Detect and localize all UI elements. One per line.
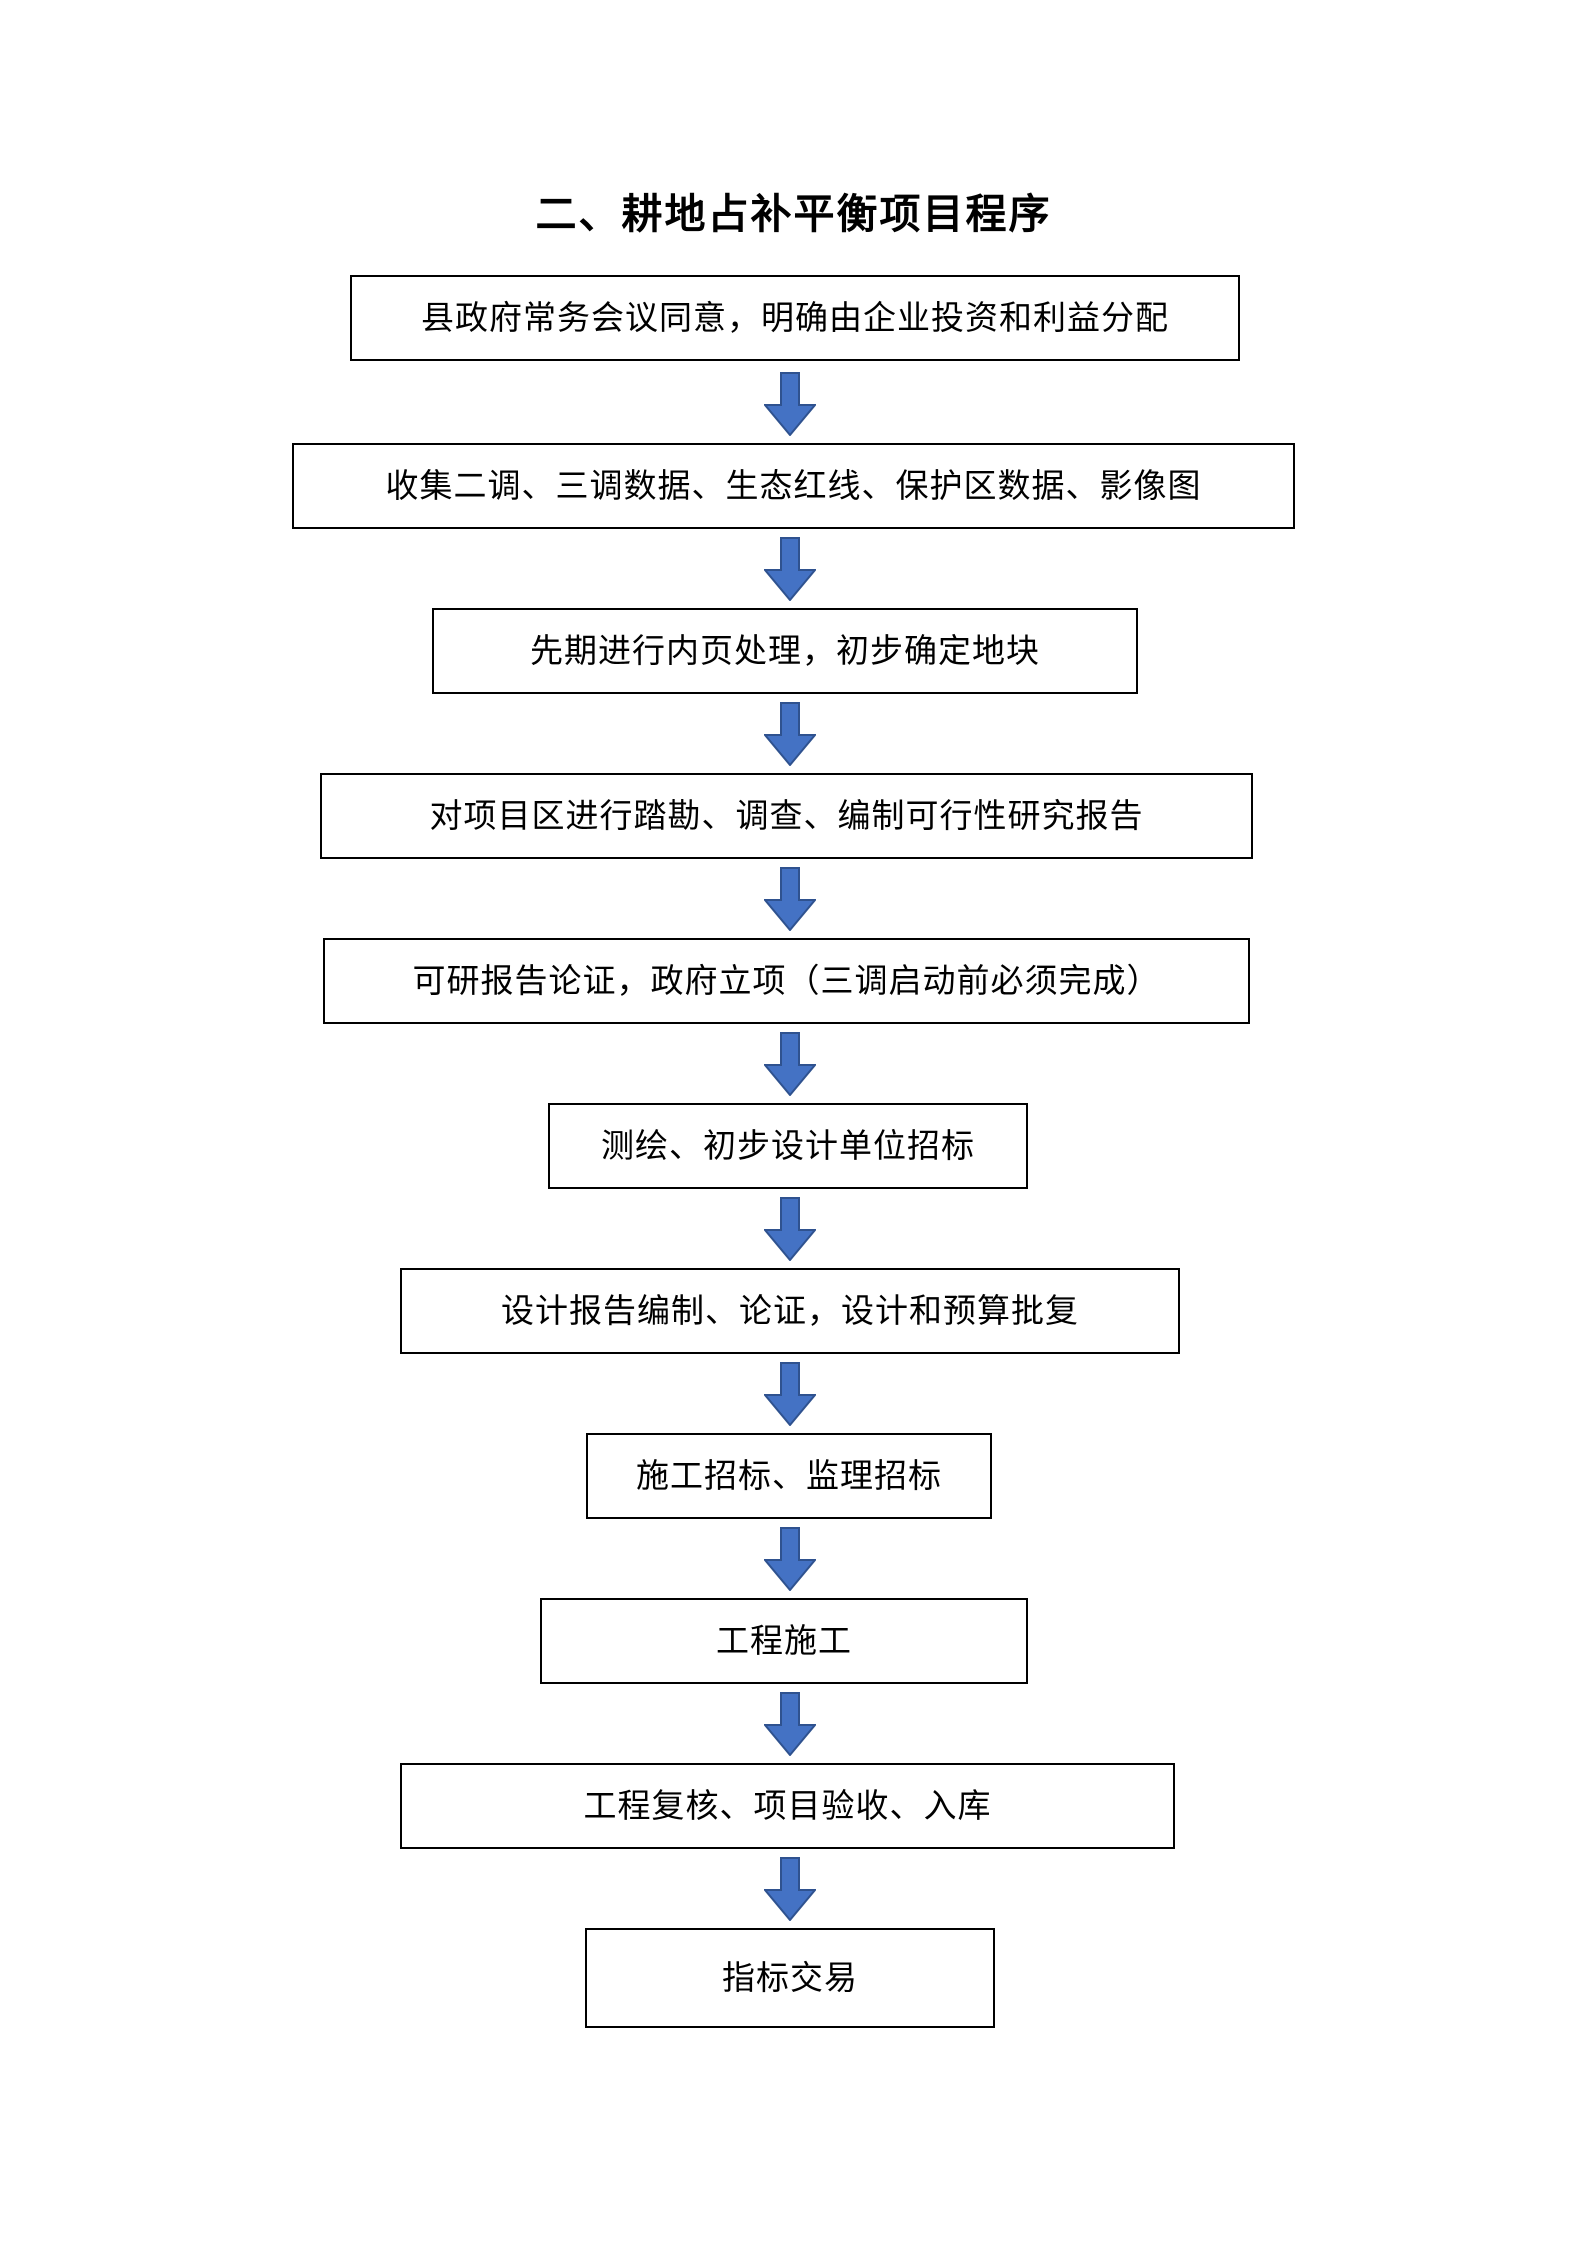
- flow-node-8: 施工招标、监理招标: [586, 1433, 992, 1519]
- flow-node-6: 测绘、初步设计单位招标: [548, 1103, 1028, 1189]
- flow-node-4: 对项目区进行踏勘、调查、编制可行性研究报告: [320, 773, 1253, 859]
- flow-node-1: 县政府常务会议同意，明确由企业投资和利益分配: [350, 275, 1240, 361]
- flow-node-8-label: 施工招标、监理招标: [636, 1456, 942, 1495]
- flow-node-7: 设计报告编制、论证，设计和预算批复: [400, 1268, 1180, 1354]
- flow-node-11-label: 指标交易: [722, 1958, 858, 1997]
- flow-node-10-label: 工程复核、项目验收、入库: [583, 1786, 992, 1825]
- down-arrow-icon-3: [764, 702, 816, 766]
- flow-node-3: 先期进行内页处理，初步确定地块: [432, 608, 1138, 694]
- flow-node-7-label: 设计报告编制、论证，设计和预算批复: [501, 1291, 1079, 1330]
- flow-node-4-label: 对项目区进行踏勘、调查、编制可行性研究报告: [429, 796, 1144, 835]
- flow-node-11: 指标交易: [585, 1928, 995, 2028]
- flow-node-10: 工程复核、项目验收、入库: [400, 1763, 1175, 1849]
- down-arrow-icon-7: [764, 1362, 816, 1426]
- down-arrow-icon-9: [764, 1692, 816, 1756]
- flow-node-2-label: 收集二调、三调数据、生态红线、保护区数据、影像图: [385, 466, 1202, 505]
- down-arrow-icon-4: [764, 867, 816, 931]
- flow-node-9-label: 工程施工: [716, 1621, 852, 1660]
- flow-node-3-label: 先期进行内页处理，初步确定地块: [530, 631, 1040, 670]
- down-arrow-icon-5: [764, 1032, 816, 1096]
- down-arrow-icon-6: [764, 1197, 816, 1261]
- flow-node-9: 工程施工: [540, 1598, 1028, 1684]
- flow-node-5: 可研报告论证，政府立项（三调启动前必须完成）: [323, 938, 1250, 1024]
- flow-node-2: 收集二调、三调数据、生态红线、保护区数据、影像图: [292, 443, 1295, 529]
- flow-node-5-label: 可研报告论证，政府立项（三调启动前必须完成）: [412, 961, 1161, 1000]
- down-arrow-icon-10: [764, 1857, 816, 1921]
- down-arrow-icon-8: [764, 1527, 816, 1591]
- flow-node-6-label: 测绘、初步设计单位招标: [601, 1126, 975, 1165]
- down-arrow-icon-2: [764, 537, 816, 601]
- flow-node-1-label: 县政府常务会议同意，明确由企业投资和利益分配: [421, 298, 1169, 337]
- page-title: 二、耕地占补平衡项目程序: [535, 190, 1052, 238]
- down-arrow-icon-1: [764, 372, 816, 436]
